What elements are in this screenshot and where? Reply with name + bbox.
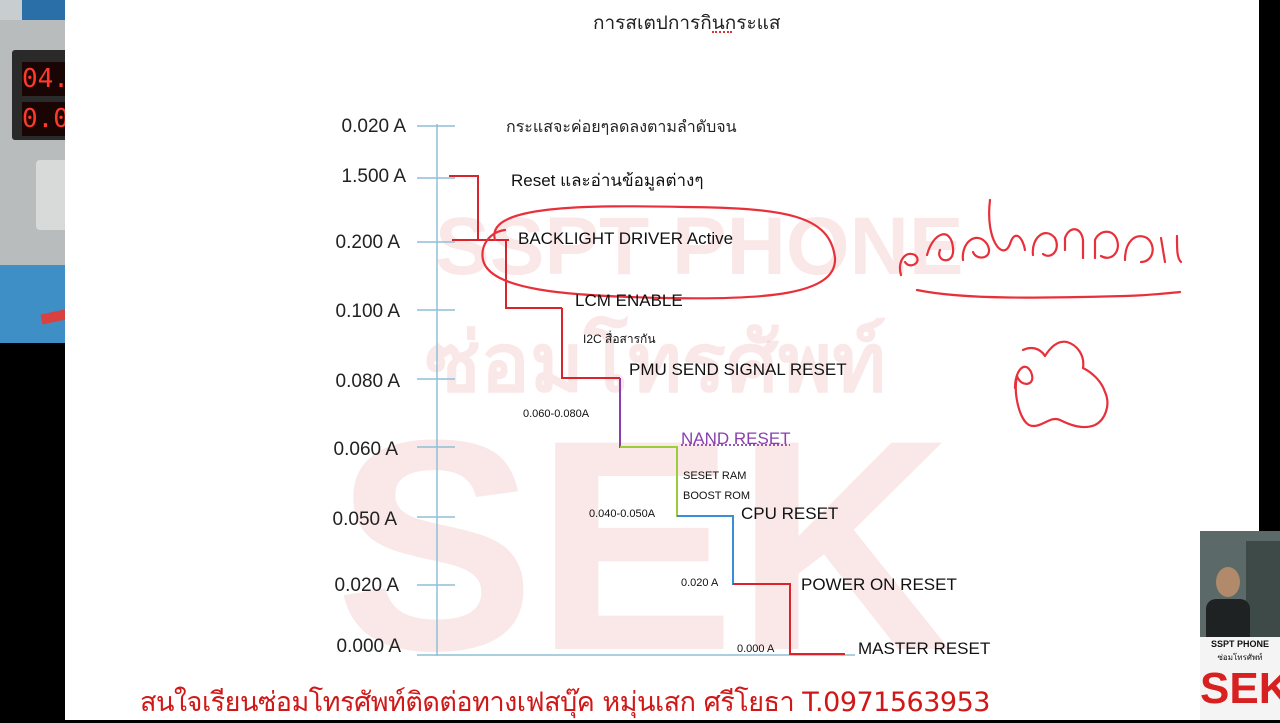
stage-backlight: BACKLIGHT DRIVER Active (518, 229, 733, 249)
stage-lcm: LCM ENABLE (575, 291, 683, 311)
handwriting-thai (900, 200, 1181, 275)
stage-i2c: I2C สื่อสารกัน (583, 330, 656, 349)
stage-reset: Reset และอ่านข้อมูลต่างๆ (511, 167, 704, 194)
highlight-circle (482, 206, 835, 298)
step-backlight (452, 240, 562, 308)
stage-nand: NAND RESET (681, 429, 791, 449)
webcam-overlay: SSPT PHONE ซ่อมโทรศัพท์ SEK (1200, 531, 1280, 720)
stage-seset-ram: SESET RAM (683, 470, 746, 482)
value-020: 0.020 A (681, 577, 718, 589)
stage-cpu: CPU RESET (741, 504, 838, 524)
stage-boost-rom: BOOST ROM (683, 490, 750, 502)
handwriting-sketch (1015, 342, 1107, 427)
stage-master: MASTER RESET (858, 639, 990, 659)
stage-power-on: POWER ON RESET (801, 575, 957, 595)
webcam-caption-1: SSPT PHONE (1200, 639, 1280, 649)
step-cpu (677, 516, 790, 584)
step-pmu (620, 378, 675, 447)
sek-logo: SEK (1200, 659, 1280, 719)
slide-canvas: SSPT PHONE ซ่อมโทรศัพท์ SEK การสเตปการกิ… (65, 0, 1259, 720)
axis-group (417, 124, 855, 656)
range-060-080: 0.060-0.080A (523, 408, 589, 420)
value-000: 0.000 A (737, 643, 774, 655)
range-040-050: 0.040-0.050A (589, 508, 655, 520)
presenter-head (1216, 567, 1240, 597)
underline-stroke (917, 290, 1180, 298)
shelf-background (1246, 541, 1280, 637)
presenter-body (1206, 599, 1250, 637)
stage-pmu: PMU SEND SIGNAL RESET (629, 360, 847, 380)
footer-contact: สนใจเรียนซ่อมโทรศัพท์ติดต่อทางเฟสบุ๊ค หม… (140, 680, 990, 723)
